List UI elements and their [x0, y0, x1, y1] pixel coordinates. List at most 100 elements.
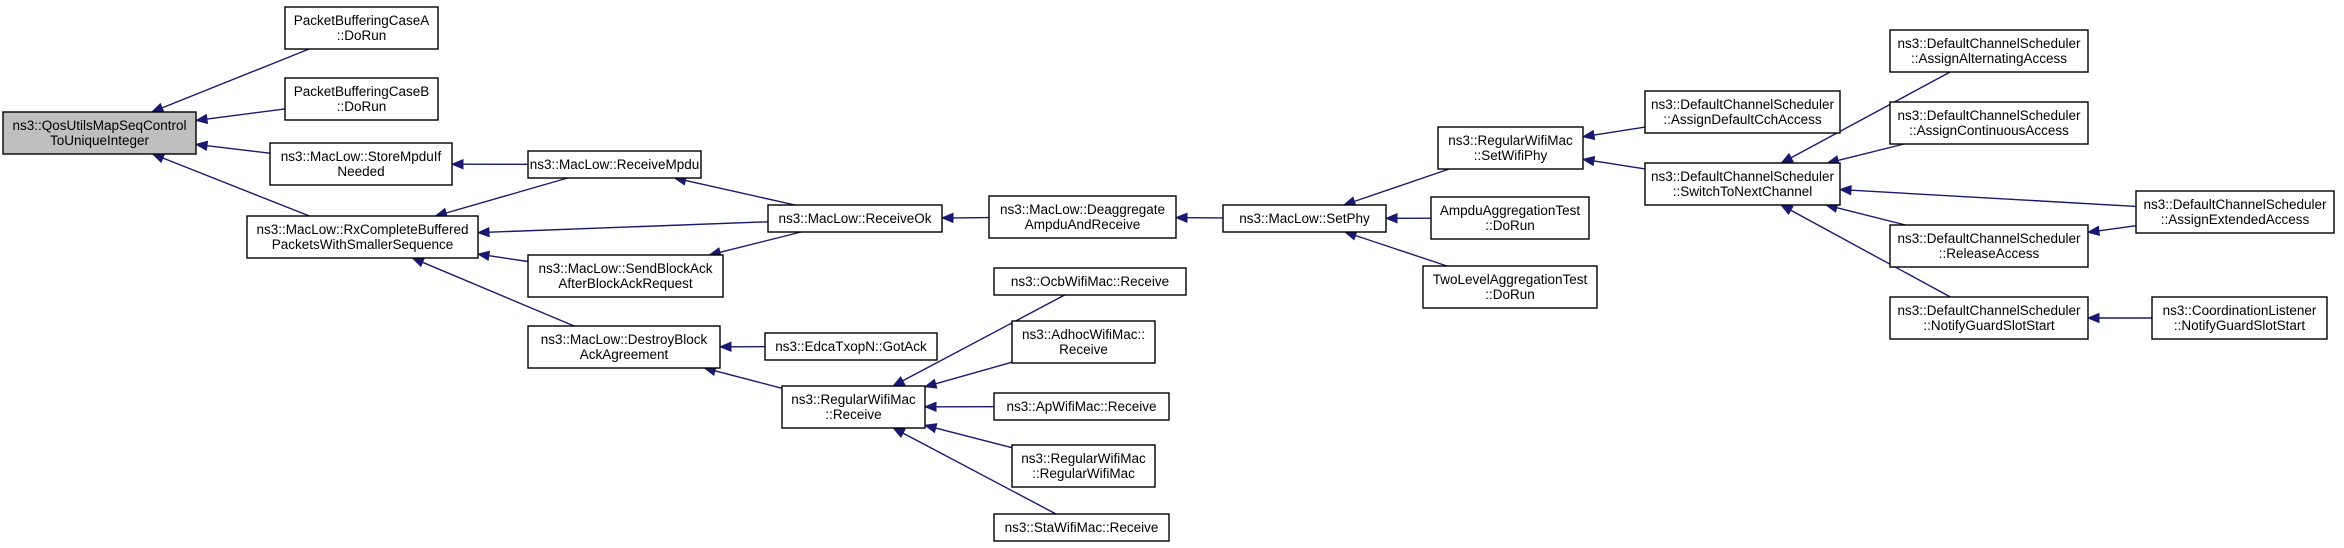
node-notifyGuardSched[interactable]: ns3::DefaultChannelScheduler::NotifyGuar…: [1889, 296, 2089, 340]
node-label-line: ns3::EdcaTxopN::GotAck: [775, 339, 927, 354]
arrowhead-icon: [150, 102, 165, 113]
node-sendBlockAck[interactable]: ns3::MacLow::SendBlockAckAfterBlockAckRe…: [527, 254, 724, 298]
edge-line: [206, 145, 271, 154]
node-assignAlternating[interactable]: ns3::DefaultChannelScheduler::AssignAlte…: [1889, 29, 2089, 73]
node-label-line: ::AssignContinuousAccess: [1909, 123, 2069, 138]
edge-line: [488, 221, 769, 233]
node-assignDefaultCch[interactable]: ns3::DefaultChannelScheduler::AssignDefa…: [1644, 90, 1841, 134]
node-label-line: ns3::CoordinationListener: [2163, 303, 2317, 318]
node-pbcaseA[interactable]: PacketBufferingCaseA::DoRun: [284, 6, 439, 50]
node-adhocReceive[interactable]: ns3::AdhocWifiMac::Receive: [1011, 320, 1156, 364]
node-setPhy[interactable]: ns3::MacLow::SetPhy: [1222, 204, 1387, 233]
node-box: [993, 513, 1170, 542]
node-label-line: ns3::MacLow::StoreMpduIf: [281, 149, 442, 164]
arrowhead-icon: [1779, 204, 1794, 216]
node-label-line: ::SwitchToNextChannel: [1673, 184, 1813, 199]
node-label-line: ::ReleaseAccess: [1939, 246, 2040, 261]
node-box: [993, 267, 1187, 296]
node-label-line: ::NotifyGuardSlotStart: [1923, 318, 2055, 333]
node-apReceive[interactable]: ns3::ApWifiMac::Receive: [993, 392, 1170, 421]
call-edge-adhocReceive-to-regReceive: [923, 361, 1013, 389]
call-edge-receiveOk-to-rxComplete: [476, 221, 769, 238]
node-releaseAccess[interactable]: ns3::DefaultChannelScheduler::ReleaseAcc…: [1889, 224, 2089, 268]
node-pbcaseB[interactable]: PacketBufferingCaseB::DoRun: [284, 77, 439, 121]
node-box: [527, 325, 721, 369]
node-label-line: ::Receive: [825, 407, 881, 422]
node-label-line: ns3::DefaultChannelScheduler: [1651, 97, 1835, 112]
arrowhead-icon: [1581, 155, 1596, 167]
node-box: [1889, 101, 2089, 145]
node-label-line: ::AssignExtendedAccess: [2161, 212, 2310, 227]
node-staReceive[interactable]: ns3::StaWifiMac::Receive: [993, 513, 1170, 542]
call-edge-assignExtended-to-switchToNext: [1838, 184, 2137, 208]
arrowhead-icon: [940, 212, 954, 224]
node-box: [767, 204, 943, 233]
edge-line: [422, 261, 575, 327]
edge-line: [935, 361, 1013, 385]
node-box: [1889, 224, 2089, 268]
arrowhead-icon: [2086, 225, 2101, 236]
node-box: [988, 195, 1177, 239]
node-box: [993, 392, 1170, 421]
node-notifyGuardCoord[interactable]: ns3::CoordinationListener::NotifyGuardSl…: [2151, 296, 2328, 340]
node-switchToNext[interactable]: ns3::DefaultChannelScheduler::SwitchToNe…: [1644, 162, 1841, 206]
node-gotAck[interactable]: ns3::EdcaTxopN::GotAck: [764, 332, 938, 361]
edge-line: [1850, 189, 2137, 208]
node-box: [764, 332, 938, 361]
node-ocbReceive[interactable]: ns3::OcbWifiMac::Receive: [993, 267, 1187, 296]
node-label-line: ns3::MacLow::ReceiveMpdu: [530, 157, 700, 172]
node-label-line: AmpduAndReceive: [1025, 217, 1141, 232]
node-box: [1889, 296, 2089, 340]
edge-line: [1790, 71, 1951, 159]
edge-line: [719, 231, 802, 253]
node-label-line: ::AssignDefaultCchAccess: [1663, 112, 1822, 127]
node-root[interactable]: ns3::QosUtilsMapSeqControlToUniqueIntege…: [2, 111, 197, 155]
node-box: [246, 215, 479, 259]
call-edge-notifyGuardCoord-to-notifyGuardSched: [2086, 312, 2152, 324]
node-label-line: ::DoRun: [337, 28, 387, 43]
node-setWifiPhy[interactable]: ns3::RegularWifiMac::SetWifiPhy: [1437, 126, 1584, 170]
node-label-line: ToUniqueInteger: [50, 133, 150, 148]
node-regCtor[interactable]: ns3::RegularWifiMac::RegularWifiMac: [1011, 444, 1156, 488]
node-twoLevelTest[interactable]: TwoLevelAggregationTest::DoRun: [1422, 265, 1598, 309]
node-assignExtended[interactable]: ns3::DefaultChannelScheduler::AssignExte…: [2135, 190, 2335, 234]
node-ampduTest[interactable]: AmpduAggregationTest::DoRun: [1430, 196, 1590, 240]
node-label-line: Needed: [337, 164, 384, 179]
node-label-line: ns3::MacLow::SendBlockAck: [538, 261, 712, 276]
node-box: [1430, 196, 1590, 240]
node-receiveOk[interactable]: ns3::MacLow::ReceiveOk: [767, 204, 943, 233]
node-assignContinuous[interactable]: ns3::DefaultChannelScheduler::AssignCont…: [1889, 101, 2089, 145]
arrowhead-icon: [923, 378, 938, 389]
node-box: [269, 142, 453, 186]
arrowhead-icon: [194, 140, 209, 151]
edge-line: [1355, 234, 1448, 267]
node-label-line: ns3::MacLow::SetPhy: [1239, 211, 1370, 226]
node-label-line: PacketBufferingCaseA: [294, 13, 430, 28]
node-receiveMpdu[interactable]: ns3::MacLow::ReceiveMpdu: [527, 150, 702, 179]
arrowhead-icon: [1581, 129, 1596, 141]
node-label-line: PacketsWithSmallerSequence: [272, 237, 454, 252]
arrowhead-icon: [923, 423, 938, 434]
node-label-line: ::NotifyGuardSlotStart: [2174, 318, 2306, 333]
edge-line: [206, 108, 286, 120]
arrowhead-icon: [1174, 212, 1188, 223]
node-label-line: ns3::RegularWifiMac: [1021, 451, 1146, 466]
node-box: [1011, 320, 1156, 364]
call-edge-setPhy-to-deaggregate: [1174, 212, 1224, 223]
node-label-line: ::DoRun: [337, 99, 387, 114]
node-label-line: ns3::RegularWifiMac: [791, 392, 916, 407]
node-label-line: ns3::DefaultChannelScheduler: [2143, 197, 2327, 212]
arrowhead-icon: [450, 158, 464, 170]
node-label-line: ns3::DefaultChannelScheduler: [1897, 108, 2081, 123]
edge-line: [714, 370, 783, 389]
node-rxComplete[interactable]: ns3::MacLow::RxCompleteBufferedPacketsWi…: [246, 215, 479, 259]
call-edge-apReceive-to-regReceive: [923, 401, 995, 413]
call-edge-sendBlockAck-to-rxComplete: [476, 250, 529, 263]
node-label-line: ns3::QosUtilsMapSeqControl: [12, 118, 186, 133]
node-regReceive[interactable]: ns3::RegularWifiMac::Receive: [781, 385, 926, 429]
node-label-line: PacketBufferingCaseB: [294, 84, 430, 99]
arrowhead-icon: [194, 113, 209, 125]
